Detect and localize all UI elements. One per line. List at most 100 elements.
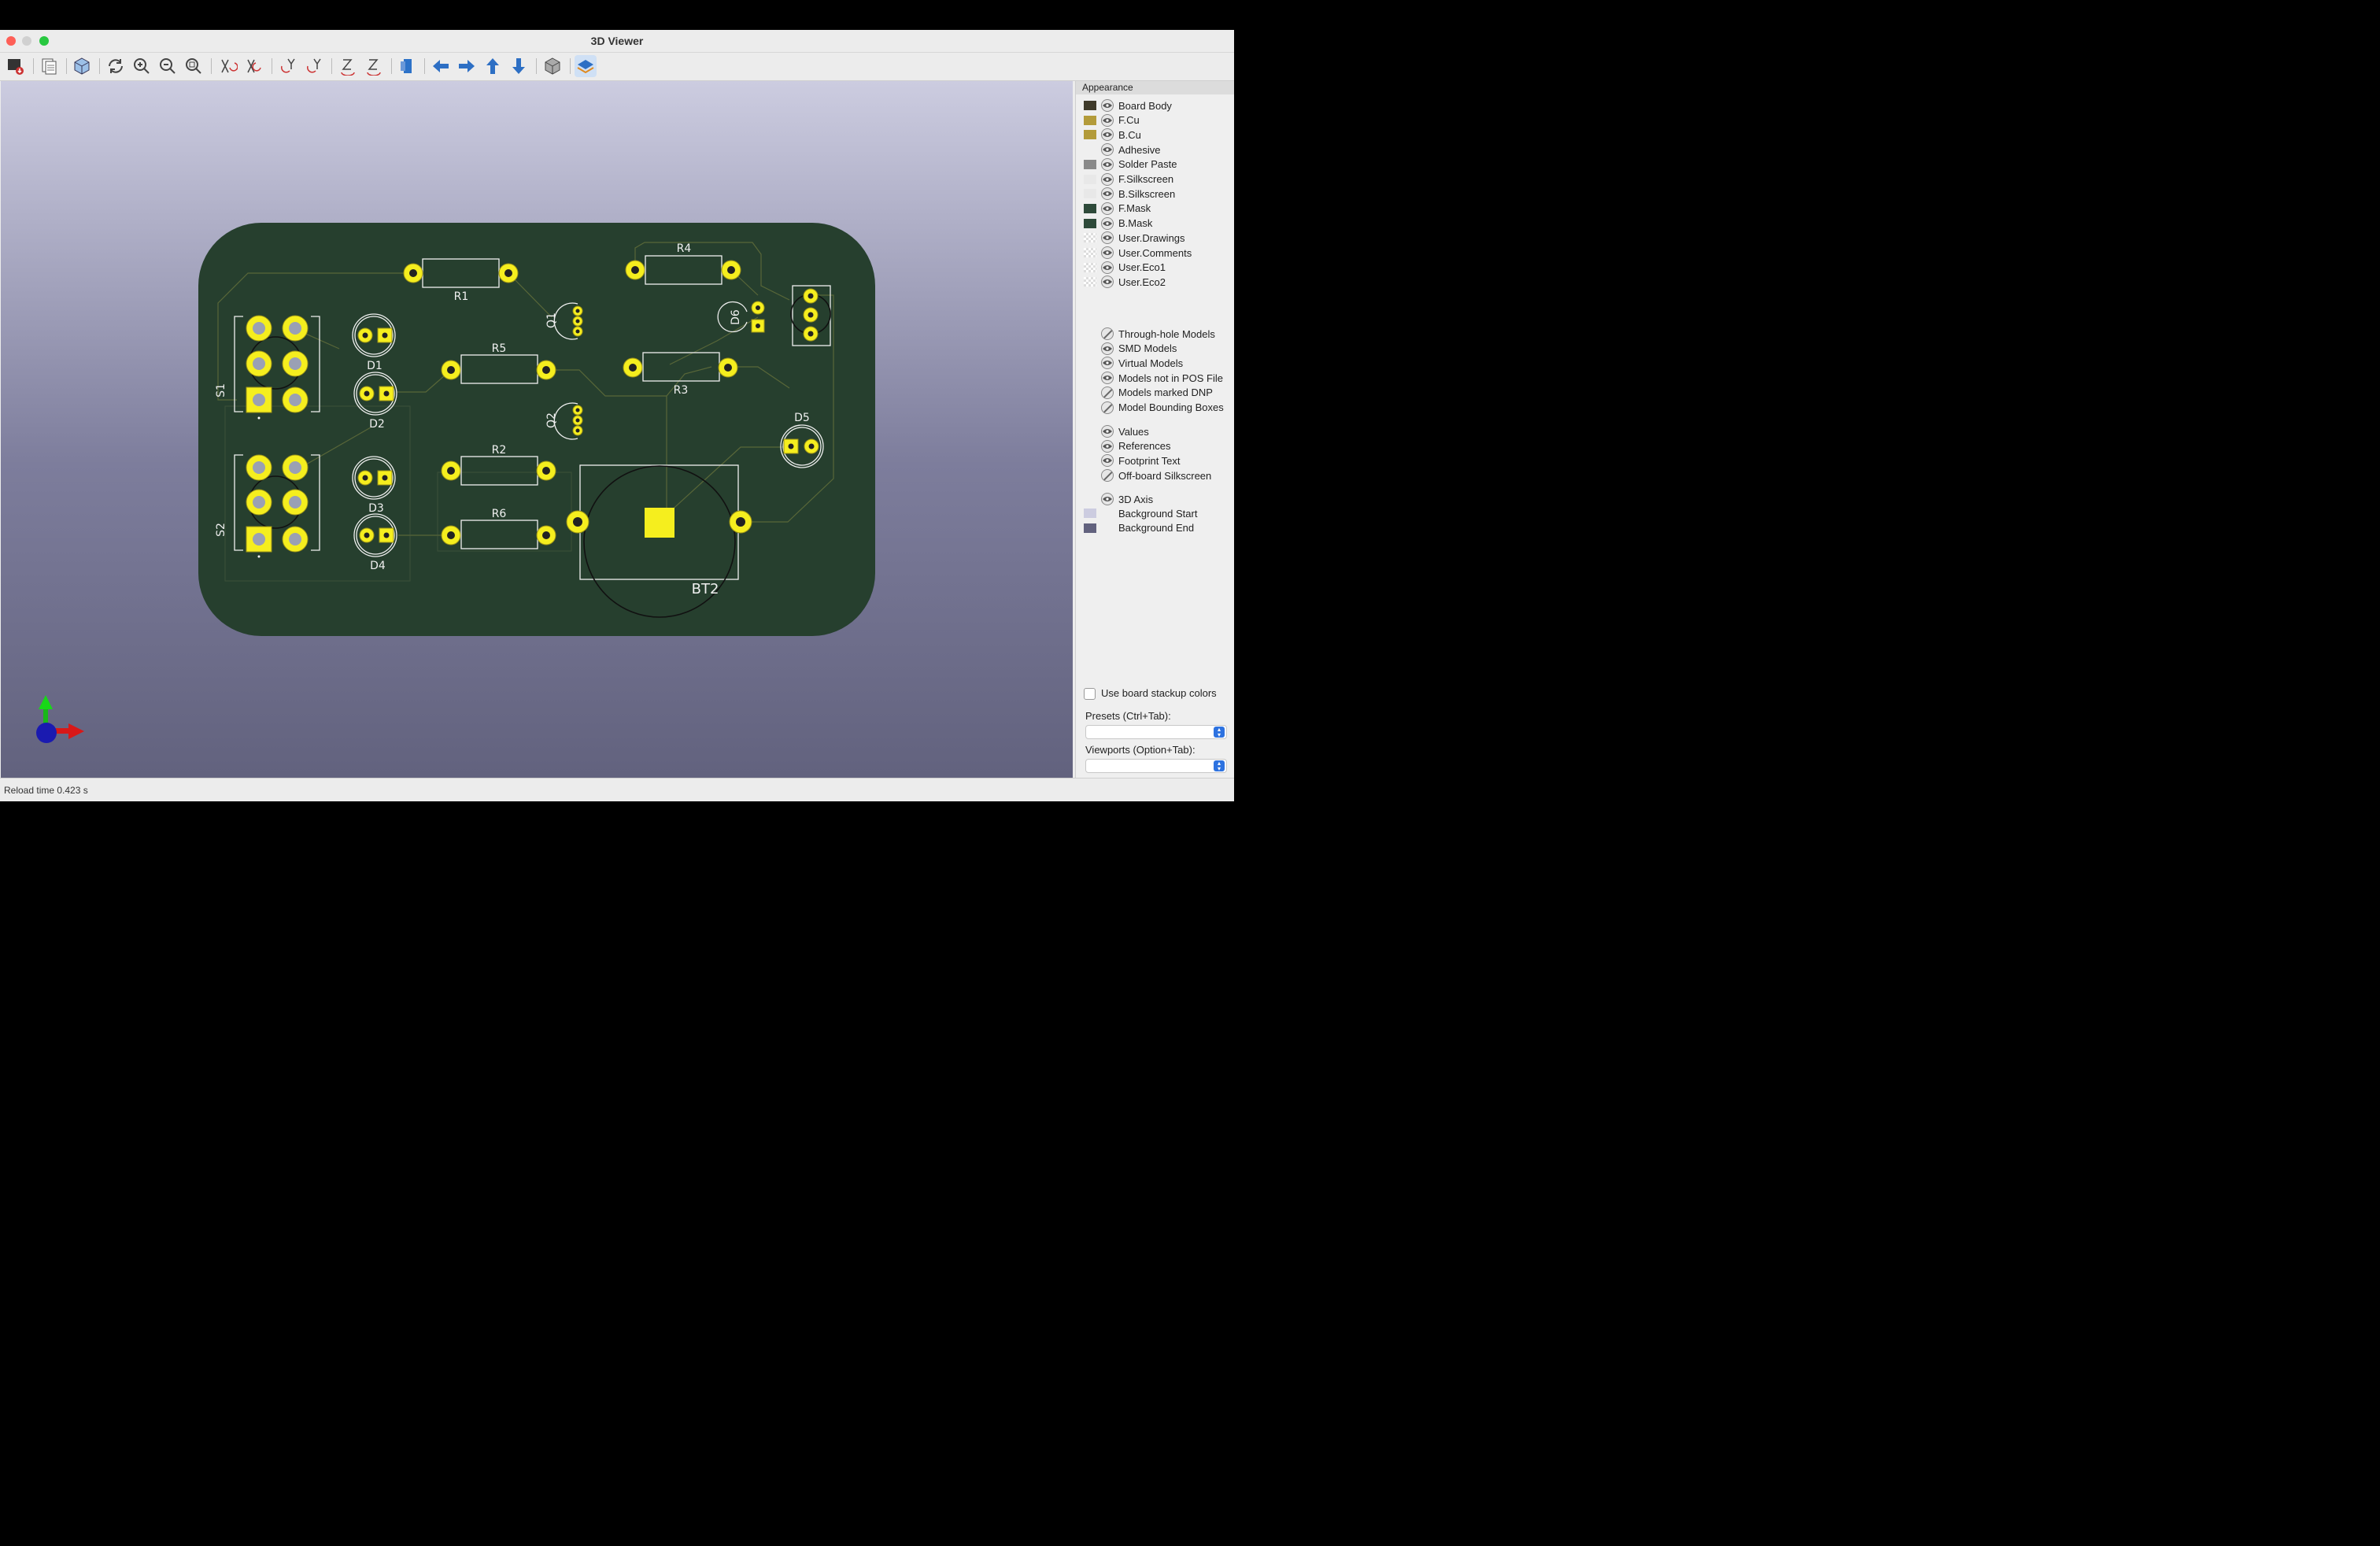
appearance-row[interactable]: Solder Paste xyxy=(1084,157,1177,172)
color-swatch[interactable] xyxy=(1084,523,1096,533)
appearance-row[interactable]: F.Silkscreen xyxy=(1084,172,1173,187)
orthographic-button[interactable] xyxy=(541,55,564,77)
visibility-eye-icon[interactable] xyxy=(1101,357,1114,370)
rotate-z-ccw-button[interactable] xyxy=(363,55,385,77)
appearance-row[interactable]: Models marked DNP xyxy=(1084,386,1213,400)
appearance-row[interactable]: Background End xyxy=(1084,521,1194,535)
appearance-row[interactable]: Board Body xyxy=(1084,98,1172,113)
toolbar-separator xyxy=(424,58,425,74)
visibility-eye-icon[interactable] xyxy=(1101,261,1114,274)
visibility-eye-icon[interactable] xyxy=(1101,113,1114,127)
appearance-row-label: References xyxy=(1118,440,1171,453)
appearance-row[interactable]: Models not in POS File xyxy=(1084,371,1223,385)
color-swatch xyxy=(1084,373,1096,383)
use-stackup-checkbox[interactable] xyxy=(1084,688,1096,700)
arrow-up-icon xyxy=(486,58,499,74)
appearance-row[interactable]: Model Bounding Boxes xyxy=(1084,401,1224,415)
rotate-y-ccw-button[interactable] xyxy=(303,55,325,77)
clipboard-icon xyxy=(42,58,57,75)
appearance-row[interactable]: Background Start xyxy=(1084,506,1197,520)
visibility-eye-icon[interactable] xyxy=(1101,425,1114,438)
visibility-eye-icon[interactable] xyxy=(1101,187,1114,201)
appearance-row[interactable]: References xyxy=(1084,439,1170,453)
visibility-eye-icon[interactable] xyxy=(1101,493,1114,505)
color-swatch[interactable] xyxy=(1084,203,1096,213)
zoom-in-button[interactable] xyxy=(131,55,153,77)
export-image-button[interactable] xyxy=(5,55,27,77)
color-swatch[interactable] xyxy=(1084,218,1096,228)
appearance-row[interactable]: B.Cu xyxy=(1084,128,1141,142)
color-swatch[interactable] xyxy=(1084,174,1096,184)
cube-render-icon xyxy=(74,57,90,75)
visibility-eye-icon[interactable] xyxy=(1101,439,1114,453)
color-swatch[interactable] xyxy=(1084,189,1096,199)
toggle-layers-button[interactable] xyxy=(575,55,597,77)
color-swatch[interactable] xyxy=(1084,277,1096,287)
presets-select[interactable]: ▴▾ xyxy=(1085,725,1227,739)
toolbar-separator xyxy=(211,58,212,74)
rotate-x-ccw-button[interactable] xyxy=(243,55,265,77)
raytrace-button[interactable] xyxy=(71,55,93,77)
color-swatch[interactable] xyxy=(1084,248,1096,257)
visibility-eye-icon[interactable] xyxy=(1101,372,1114,385)
rotate-z-cw-button[interactable] xyxy=(337,55,359,77)
pan-down-button[interactable] xyxy=(508,55,530,77)
zoom-fit-button[interactable] xyxy=(183,55,205,77)
visibility-eye-icon[interactable] xyxy=(1101,157,1114,171)
color-swatch[interactable] xyxy=(1084,159,1096,169)
hidden-slash-icon[interactable] xyxy=(1101,401,1114,414)
arrow-right-icon xyxy=(459,60,475,72)
appearance-row[interactable]: SMD Models xyxy=(1084,342,1177,356)
visibility-eye-icon[interactable] xyxy=(1101,99,1114,112)
pan-left-button[interactable] xyxy=(430,55,452,77)
color-swatch[interactable] xyxy=(1084,115,1096,125)
appearance-row[interactable]: Values xyxy=(1084,424,1149,438)
appearance-row[interactable]: User.Eco1 xyxy=(1084,261,1166,275)
minimize-window-button[interactable] xyxy=(22,36,31,46)
appearance-row[interactable]: Off-board Silkscreen xyxy=(1084,468,1211,483)
color-swatch[interactable] xyxy=(1084,262,1096,272)
3d-viewport[interactable]: R1 R4 R5 R3 R2 R6 D1 D2 D3 D4 D5 BT2 Q1 … xyxy=(1,81,1073,778)
appearance-row[interactable]: User.Comments xyxy=(1084,246,1192,260)
appearance-row[interactable]: B.Silkscreen xyxy=(1084,187,1175,201)
appearance-row[interactable]: Through-hole Models xyxy=(1084,327,1215,341)
visibility-eye-icon[interactable] xyxy=(1101,454,1114,468)
hidden-slash-icon[interactable] xyxy=(1101,469,1114,483)
visibility-eye-icon[interactable] xyxy=(1101,246,1114,259)
color-swatch[interactable] xyxy=(1084,130,1096,140)
color-swatch[interactable] xyxy=(1084,101,1096,110)
hidden-slash-icon[interactable] xyxy=(1101,327,1114,340)
appearance-row[interactable]: B.Mask xyxy=(1084,216,1152,231)
visibility-eye-icon[interactable] xyxy=(1101,172,1114,186)
flip-board-button[interactable] xyxy=(396,55,418,77)
hidden-slash-icon[interactable] xyxy=(1101,386,1114,399)
color-swatch[interactable] xyxy=(1084,233,1096,243)
appearance-row[interactable]: 3D Axis xyxy=(1084,492,1153,506)
appearance-row[interactable]: F.Cu xyxy=(1084,113,1140,128)
close-window-button[interactable] xyxy=(6,36,16,46)
copy-clipboard-button[interactable] xyxy=(38,55,60,77)
viewports-select[interactable]: ▴▾ xyxy=(1085,759,1227,773)
zoom-out-button[interactable] xyxy=(157,55,179,77)
pan-up-button[interactable] xyxy=(482,55,504,77)
pan-right-button[interactable] xyxy=(456,55,478,77)
visibility-eye-icon[interactable] xyxy=(1101,276,1114,289)
rotate-x-cw-button[interactable] xyxy=(217,55,239,77)
appearance-row[interactable]: Adhesive xyxy=(1084,142,1160,157)
appearance-row[interactable]: Footprint Text xyxy=(1084,453,1181,468)
visibility-eye-icon[interactable] xyxy=(1101,216,1114,230)
visibility-eye-icon[interactable] xyxy=(1101,342,1114,355)
appearance-row[interactable]: F.Mask xyxy=(1084,202,1151,216)
appearance-row[interactable]: User.Drawings xyxy=(1084,231,1185,245)
appearance-row[interactable]: User.Eco2 xyxy=(1084,275,1166,289)
color-swatch[interactable] xyxy=(1084,509,1096,519)
visibility-eye-icon[interactable] xyxy=(1101,128,1114,142)
zoom-window-button[interactable] xyxy=(39,36,49,46)
visibility-eye-icon[interactable] xyxy=(1101,143,1114,157)
visibility-eye-icon[interactable] xyxy=(1101,231,1114,245)
appearance-row[interactable]: Virtual Models xyxy=(1084,356,1183,370)
visibility-eye-icon[interactable] xyxy=(1101,202,1114,215)
appearance-row-label: Through-hole Models xyxy=(1118,327,1215,340)
rotate-y-cw-button[interactable] xyxy=(277,55,299,77)
reload-button[interactable] xyxy=(105,55,127,77)
